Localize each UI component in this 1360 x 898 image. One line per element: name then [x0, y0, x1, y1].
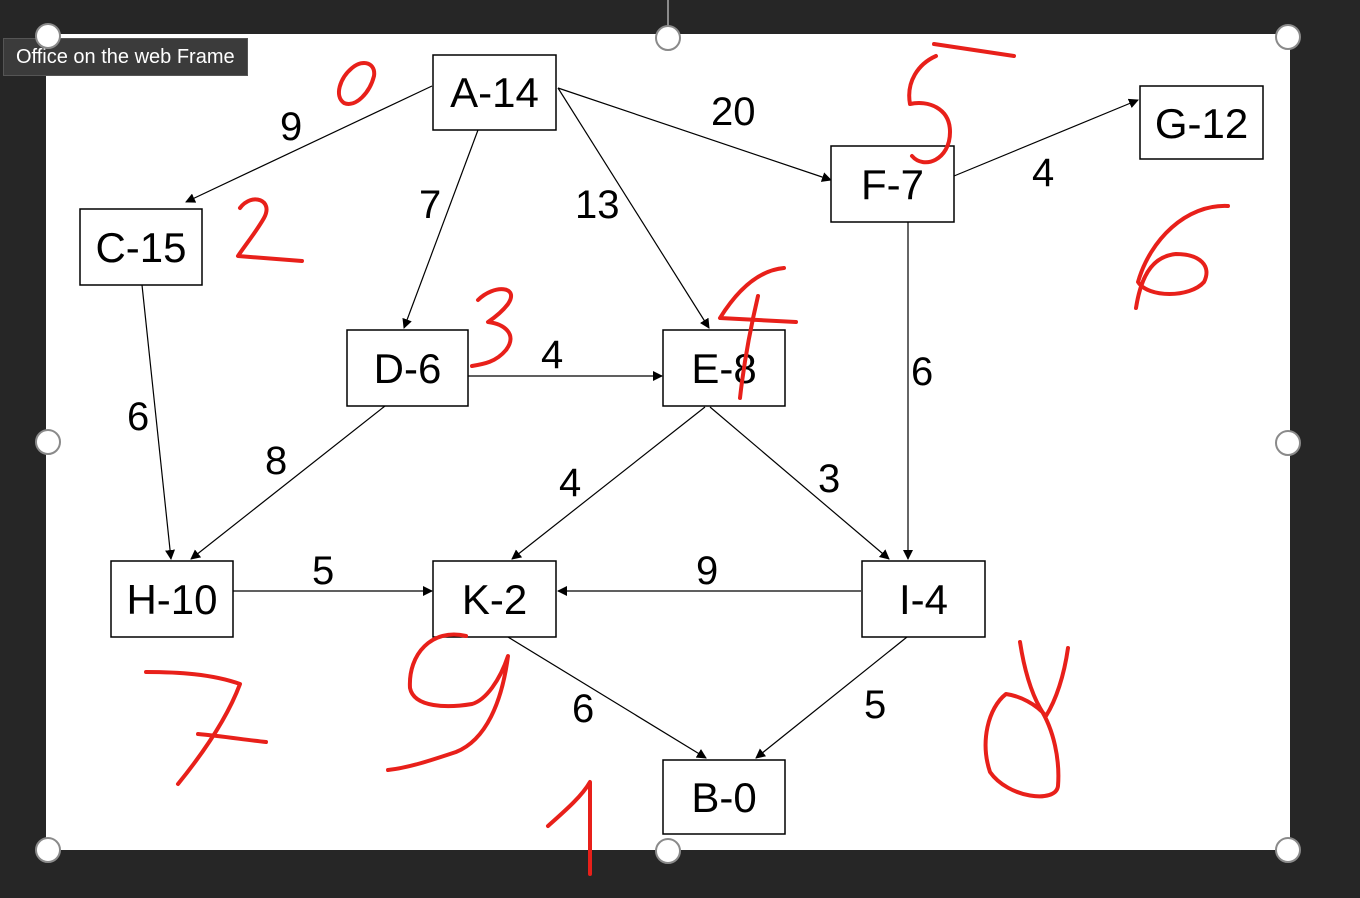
edges-layer — [141, 85, 1139, 759]
resize-handle-right[interactable] — [1275, 430, 1301, 456]
node-label: F-7 — [861, 161, 924, 208]
node-i[interactable]: I-4 — [861, 560, 986, 638]
hand-number-8 — [983, 640, 1070, 799]
edge-e-i — [709, 406, 890, 560]
node-e[interactable]: E-8 — [662, 329, 786, 407]
edge-k-b — [507, 636, 707, 759]
weight-f-g: 4 — [1032, 151, 1054, 195]
hand-number-0 — [336, 60, 377, 106]
edge-a-e — [557, 87, 710, 329]
weight-d-h: 8 — [265, 439, 287, 483]
edge-i-b — [755, 636, 908, 759]
resize-handle-left[interactable] — [35, 429, 61, 455]
weight-a-e: 13 — [575, 183, 620, 227]
weight-k-b: 6 — [572, 687, 594, 731]
edge-weights: 9 7 13 20 4 6 6 4 8 4 3 5 9 6 5 — [127, 90, 1054, 731]
node-k[interactable]: K-2 — [432, 560, 557, 638]
weight-i-b: 5 — [864, 683, 886, 727]
weight-i-k: 9 — [696, 549, 718, 593]
node-b[interactable]: B-0 — [662, 759, 786, 835]
weight-f-i: 6 — [911, 350, 933, 394]
node-label: K-2 — [462, 576, 527, 623]
hand-number-3 — [470, 287, 513, 368]
node-f[interactable]: F-7 — [830, 145, 955, 223]
resize-handle-bottom-right[interactable] — [1275, 837, 1301, 863]
weight-a-c: 9 — [280, 105, 302, 149]
node-label: I-4 — [899, 576, 948, 623]
weight-d-e: 4 — [541, 333, 563, 377]
selection-handles[interactable] — [35, 0, 1301, 864]
resize-handle-top-left[interactable] — [35, 23, 61, 49]
node-a[interactable]: A-14 — [432, 54, 557, 131]
node-g[interactable]: G-12 — [1139, 85, 1264, 160]
resize-handle-bottom[interactable] — [655, 838, 681, 864]
weight-e-i: 3 — [818, 457, 840, 501]
hand-number-6 — [1134, 203, 1230, 310]
weight-a-f: 20 — [711, 90, 756, 134]
handwritten-annotations — [144, 42, 1230, 876]
edge-a-c — [185, 85, 433, 203]
node-label: A-14 — [450, 69, 539, 116]
hand-number-9 — [386, 632, 510, 772]
hand-number-2 — [236, 197, 304, 263]
hand-number-1 — [546, 780, 593, 876]
edge-a-f — [557, 87, 832, 182]
node-c[interactable]: C-15 — [79, 208, 203, 286]
node-d[interactable]: D-6 — [346, 329, 469, 407]
node-label: G-12 — [1155, 100, 1248, 147]
weight-e-k: 4 — [559, 461, 581, 505]
hand-number-5 — [907, 42, 1016, 165]
node-label: B-0 — [691, 774, 756, 821]
node-label: D-6 — [374, 345, 442, 392]
edge-e-k — [511, 406, 706, 560]
edge-d-h — [190, 405, 386, 560]
weight-h-k: 5 — [312, 549, 334, 593]
edge-c-h — [141, 284, 176, 560]
edge-f-g — [953, 98, 1139, 177]
edge-a-d — [402, 129, 479, 329]
hand-number-4 — [718, 266, 798, 400]
hand-number-7 — [144, 670, 268, 786]
weight-a-d: 7 — [419, 183, 441, 227]
node-h[interactable]: H-10 — [110, 560, 234, 638]
node-label: C-15 — [95, 224, 186, 271]
resize-handle-top-right[interactable] — [1275, 24, 1301, 50]
node-label: H-10 — [126, 576, 217, 623]
nodes-layer: A-14 C-15 D-6 E-8 F-7 G-12 H-10 K-2 — [79, 54, 1264, 835]
resize-handle-bottom-left[interactable] — [35, 837, 61, 863]
resize-handle-top[interactable] — [655, 25, 681, 51]
weight-c-h: 6 — [127, 395, 149, 439]
